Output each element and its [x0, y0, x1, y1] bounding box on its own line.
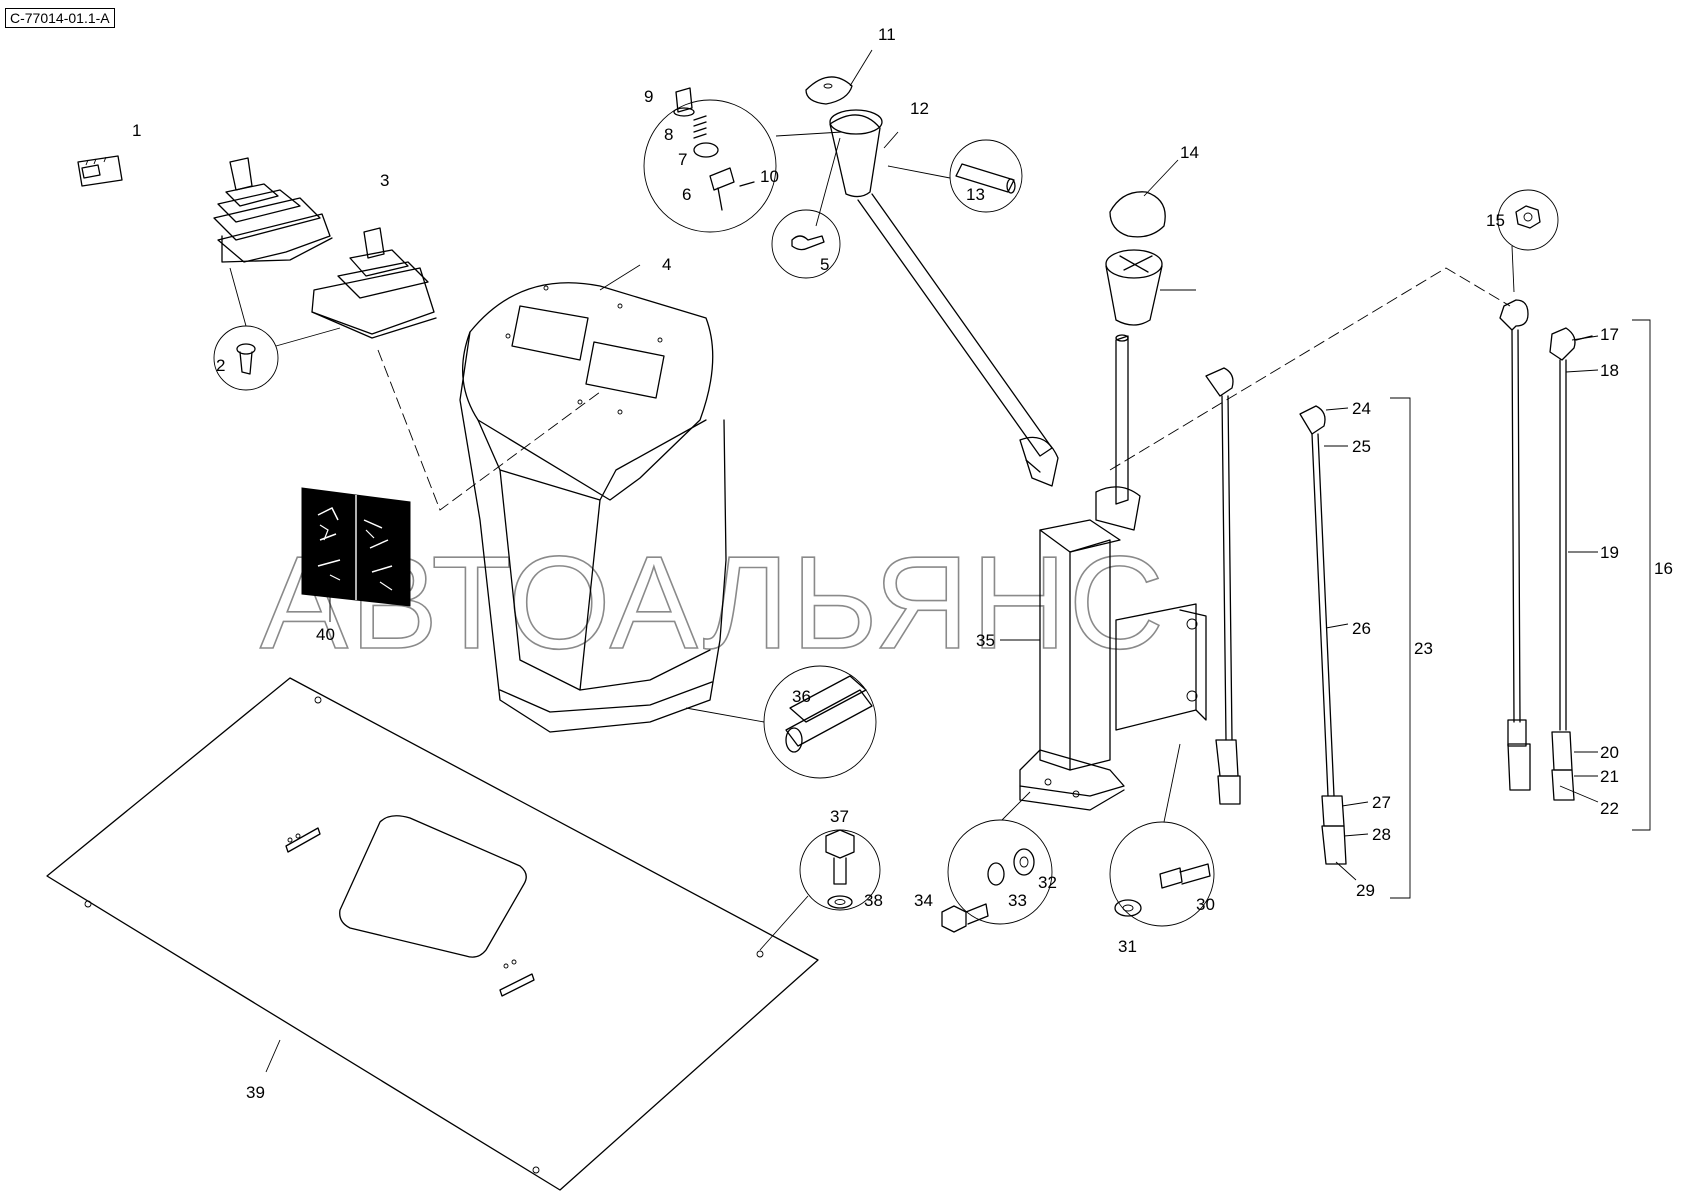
callout-1: 1 — [132, 121, 141, 140]
part-3-boots — [213, 157, 437, 339]
callout-8: 8 — [664, 125, 673, 144]
part-12-lower-knob — [1105, 249, 1163, 326]
callout-4: 4 — [662, 255, 671, 274]
callout-28: 28 — [1372, 825, 1391, 844]
callout-29: 29 — [1356, 881, 1375, 900]
part-13-pin — [949, 139, 1023, 213]
callout-14: 14 — [1180, 143, 1199, 162]
part-37-38-bolt-washer — [799, 829, 881, 911]
part-23-cable-group — [1205, 367, 1411, 899]
callout-3: 3 — [380, 171, 389, 190]
callout-23: 23 — [1414, 639, 1433, 658]
part-11-cap — [805, 76, 853, 105]
part-15-nut — [1497, 189, 1559, 251]
callout-6: 6 — [682, 185, 691, 204]
callout-21: 21 — [1600, 767, 1619, 786]
part-4-console-housing — [459, 282, 727, 733]
callout-33: 33 — [1008, 891, 1027, 910]
callout-26: 26 — [1352, 619, 1371, 638]
callout-39: 39 — [246, 1083, 265, 1102]
callout-17: 17 — [1600, 325, 1619, 344]
callout-31: 31 — [1118, 937, 1137, 956]
callout-12: 12 — [910, 99, 929, 118]
callout-19: 19 — [1600, 543, 1619, 562]
callout-38: 38 — [864, 891, 883, 910]
part-30-31-bolt-washer — [1109, 821, 1215, 927]
callout-11: 11 — [878, 25, 896, 44]
callout-34: 34 — [914, 891, 933, 910]
part-36-edge-trim — [763, 665, 877, 779]
callout-24: 24 — [1352, 399, 1371, 418]
drawing-reference-code: C-77014-01.1-A — [5, 8, 115, 28]
callout-2: 2 — [216, 356, 225, 375]
callout-15: 15 — [1486, 211, 1505, 230]
part-14-cap — [1109, 191, 1166, 238]
part-1-clip — [77, 155, 123, 187]
callout-18: 18 — [1600, 361, 1619, 380]
part-5-10-switch-assembly — [643, 87, 841, 279]
callout-37: 37 — [830, 807, 849, 826]
callout-36: 36 — [792, 687, 811, 706]
callout-10: 10 — [760, 167, 779, 186]
callout-30: 30 — [1196, 895, 1215, 914]
callout-32: 32 — [1038, 873, 1057, 892]
callout-labels: 1 2 3 4 5 6 7 8 9 10 11 12 13 14 15 16 1… — [132, 25, 1673, 1102]
part-32-34-bolt-washers — [941, 819, 1053, 933]
callout-16: 16 — [1654, 559, 1673, 578]
callout-27: 27 — [1372, 793, 1391, 812]
callout-22: 22 — [1600, 799, 1619, 818]
callout-35: 35 — [976, 631, 995, 650]
part-12-upper-knob — [829, 109, 1059, 487]
part-35-lever-mount — [1019, 334, 1207, 811]
callout-25: 25 — [1352, 437, 1371, 456]
part-39-floor-plate — [46, 677, 819, 1191]
callout-7: 7 — [678, 150, 687, 169]
part-16-cable-group — [1499, 299, 1651, 831]
callout-40: 40 — [316, 625, 335, 644]
callout-9: 9 — [644, 87, 653, 106]
callout-20: 20 — [1600, 743, 1619, 762]
callout-13: 13 — [966, 185, 985, 204]
part-40-label-sticker — [301, 487, 411, 607]
callout-5: 5 — [820, 255, 829, 274]
